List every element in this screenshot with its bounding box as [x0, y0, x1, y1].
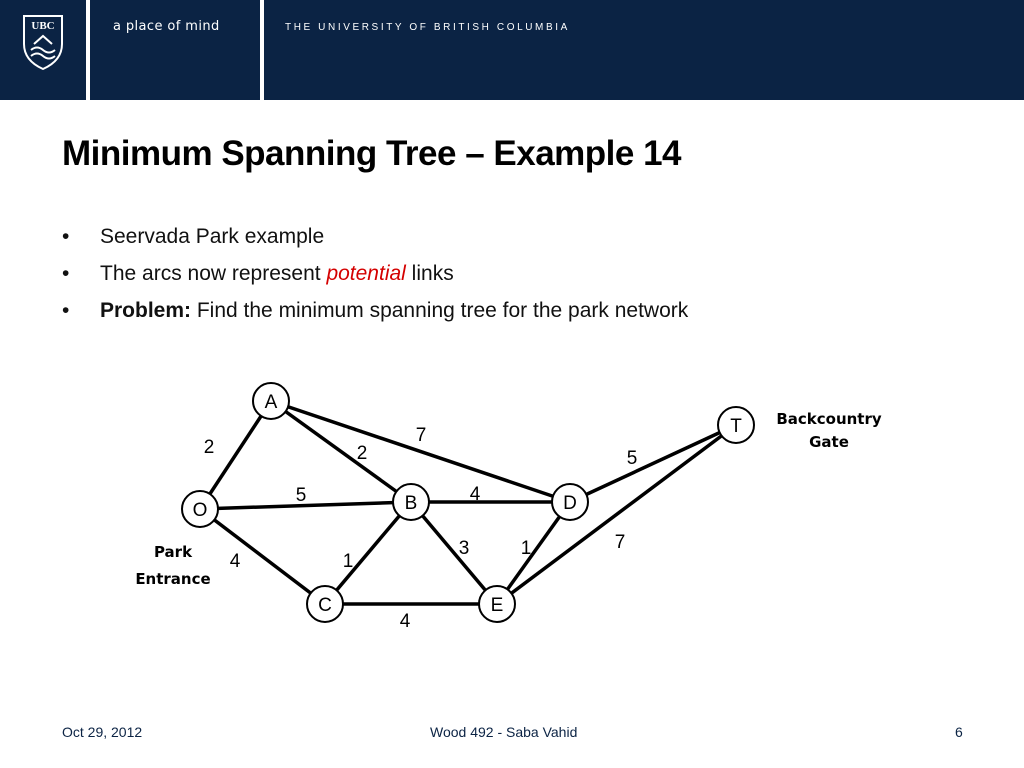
node-label: B: [405, 493, 418, 514]
node-c: C: [306, 585, 344, 623]
node-e: E: [478, 585, 516, 623]
edge-o-b: [199, 500, 412, 511]
edge-b-c: [323, 500, 413, 606]
weight-o-c: 4: [230, 551, 241, 572]
header-bar: UBC a place of mind THE UNIVERSITY OF BR…: [0, 0, 1024, 100]
edge-a-b: [269, 399, 413, 504]
backcountry-gate-label-line1: Backcountry: [776, 410, 882, 428]
node-o: O: [181, 490, 219, 528]
node-label: E: [491, 595, 504, 616]
bullet-text: Seervada Park example: [100, 225, 325, 248]
bullet-item: The arcs now represent potential links: [62, 261, 688, 298]
header-divider: [86, 0, 90, 100]
backcountry-gate-label-line2: Gate: [809, 433, 849, 451]
edge-d-e: [495, 500, 572, 606]
node-label: A: [265, 392, 278, 413]
weight-a-b: 2: [357, 443, 368, 464]
university-name: THE UNIVERSITY OF BRITISH COLUMBIA: [285, 22, 570, 33]
park-network-diagram: A O B C D E T 2 2 7 5 4 1 4 3 4 1 5 7 Pa…: [135, 382, 882, 632]
weight-b-d: 4: [470, 484, 481, 505]
node-label: O: [193, 500, 208, 521]
footer-date: Oct 29, 2012: [62, 724, 143, 740]
weight-a-d: 7: [416, 425, 427, 446]
edge-a-d: [270, 399, 571, 504]
weight-d-t: 5: [627, 448, 638, 469]
weight-c-e: 4: [400, 611, 411, 632]
edge-e-t: [495, 423, 738, 606]
node-a: A: [252, 382, 290, 420]
bullet-text: links: [405, 262, 454, 285]
ubc-crest-logo: UBC: [23, 15, 63, 70]
page-number: 6: [955, 724, 963, 740]
tagline: a place of mind: [113, 19, 220, 34]
footer-course: Wood 492 - Saba Vahid: [430, 724, 578, 740]
bullet-text: The arcs now represent: [100, 262, 327, 285]
logo-text: UBC: [31, 20, 54, 32]
weight-b-c: 1: [343, 551, 354, 572]
slide-title: Minimum Spanning Tree – Example 14: [62, 134, 682, 173]
weight-b-e: 3: [459, 538, 470, 559]
bullet-item: Problem: Find the minimum spanning tree …: [62, 298, 688, 335]
problem-label: Problem:: [100, 299, 192, 322]
node-label: C: [318, 595, 332, 616]
edge-o-a: [198, 400, 273, 510]
header-divider: [260, 0, 264, 100]
node-d: D: [551, 483, 589, 521]
weight-o-a: 2: [204, 437, 215, 458]
node-b: B: [392, 483, 430, 521]
weight-o-b: 5: [296, 485, 307, 506]
weight-d-e: 1: [521, 538, 532, 559]
bullet-item: Seervada Park example: [62, 224, 688, 261]
bullet-text: Find the minimum spanning tree for the p…: [191, 299, 689, 322]
node-label: D: [563, 493, 577, 514]
emphasis-text: potential: [326, 262, 406, 285]
node-t: T: [717, 406, 755, 444]
park-entrance-label-line2: Entrance: [135, 570, 210, 588]
edge-d-t: [569, 423, 737, 504]
edge-o-c: [198, 507, 327, 606]
bullet-list: Seervada Park example The arcs now repre…: [62, 224, 688, 335]
weight-e-t: 7: [615, 532, 626, 553]
edge-b-e: [409, 500, 499, 606]
park-entrance-label-line1: Park: [154, 543, 193, 561]
node-label: T: [730, 416, 742, 437]
